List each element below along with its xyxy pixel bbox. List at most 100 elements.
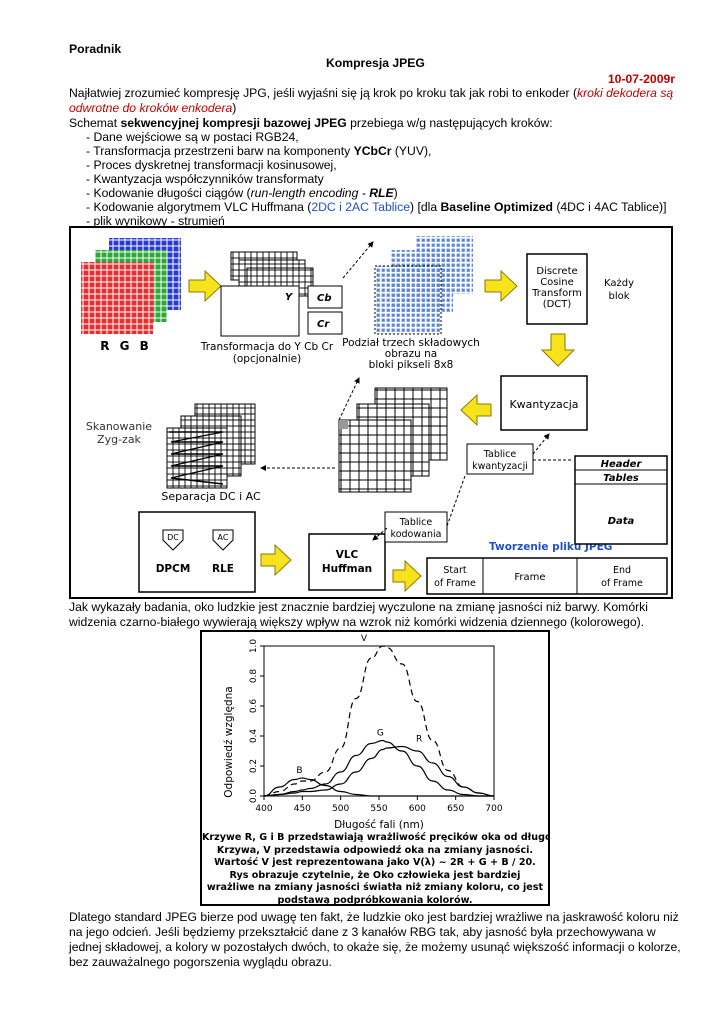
chart-x-axis-label: Długość fali (nm) [334,819,424,831]
dct-label-4: (DCT) [543,299,572,310]
section-label: Poradnik [69,42,122,56]
coding-tables-label-2: kodowania [391,529,442,540]
jpeg-pipeline-diagram: R G B Y Cb Cr Transformacja do Y Cb Cr (… [69,226,673,599]
chart-caption-line-5: wrażliwe na zmiany jasności światła niż … [206,882,544,894]
chart-series-g [263,739,494,797]
dct-label-1: Discrete [536,266,577,277]
chart-series-label: R [416,735,422,745]
eof-label-2: of Frame [601,578,643,589]
chart-x-tick-label: 700 [485,804,502,814]
chart-series-label: G [377,729,384,739]
header-label: Header [601,459,643,470]
quantized-grids [338,387,448,493]
transform-label-1: Transformacja do Y Cb Cr [200,341,334,353]
intro-line-1: Najłatwiej zrozumieć kompresję JPG, jeśl… [69,86,674,100]
quant-tables-box [466,443,534,475]
sof-label-2: of Frame [434,578,476,589]
chart-y-tick-label: 0.0 [249,789,259,804]
quantization-label: Kwantyzacja [509,398,578,411]
rgb-planes [81,238,181,334]
chart-caption-line-1: Krzywe R, G i B przedstawiają wrażliwość… [202,832,548,843]
chart-caption: Krzywe R, G i B przedstawiają wrażliwość… [202,832,548,906]
step-6: - Kodowanie algorytmem VLC Huffmana (2DC… [86,200,667,214]
document-date: 10-07-2009r [607,72,675,86]
conclusion-line-4: bez zauważalnego pogorszenia wyglądu obr… [69,955,332,969]
chart-series-label: B [296,766,302,776]
chart-series-b [263,777,494,797]
conclusion-line-1: Dlatego standard JPEG bierze pod uwagę t… [69,910,679,924]
split-label-1: Podział trzech składowych [342,337,480,349]
dashed-arrow-icon [532,433,550,455]
arrow-right-icon [188,269,222,303]
chart-y-tick-label: 0.8 [249,669,259,684]
arrow-right-icon [260,543,292,577]
transform-label-2: (opcjonalnie) [233,353,301,365]
chart-series-label: V [361,634,368,644]
chart-x-tick-label: 450 [294,804,311,814]
quant-tables-label-1: Tablice [483,449,517,460]
pixel-blocks [374,236,473,335]
rgb-label: R G B [100,339,152,353]
step-4: - Kwantyzacja współczynników transformat… [86,172,324,186]
dashed-arrow-icon [372,527,388,541]
ycbcr-components [220,251,343,337]
chart-y-tick-label: 0.2 [249,759,259,773]
ac-label: AC [218,533,229,542]
page-title: Kompresja JPEG [326,56,425,70]
each-label-2: blok [608,291,629,302]
split-label-2: obrazu na [385,348,437,360]
chart-series-r [263,745,495,797]
dc-funnel-icon [162,529,184,551]
vlc-label-1: VLC [336,549,359,561]
chart-x-tick-label: 600 [409,804,426,814]
chart-series-v [263,645,495,797]
tables-label: Tables [603,473,639,484]
coding-tables-label-1: Tablice [399,517,433,528]
chart-y-tick-label: 1.0 [249,639,259,654]
dpcm-label: DPCM [156,563,191,575]
conclusion-line-3: jednej składowej, a kolory w pozostałych… [69,940,681,954]
dashed-link [446,475,466,527]
chart-caption-line-3: Wartość V jest reprezentowana jako V(λ) … [214,857,536,869]
chart-x-tick-label: 500 [332,804,349,814]
step-7: - plik wynikowy - strumień [86,214,225,228]
cb-label: Cb [317,293,332,304]
ac-funnel-icon [212,529,234,551]
intro-line-2: odwrotne do kroków enkodera) [69,101,237,115]
vision-line-1: Jak wykazały badania, oko ludzkie jest z… [69,600,648,614]
chart-y-tick-label: 0.6 [249,699,259,714]
dashed-arrow-icon [342,241,374,279]
chart-caption-line-2: Krzywa, V przedstawia odpowiedź oka na z… [216,844,534,856]
frame-row [426,557,668,595]
dpcm-rle-box [138,511,256,593]
coding-tables-box [384,511,448,543]
cr-label: Cr [317,319,330,330]
chart-x-tick-label: 650 [447,804,464,814]
vlc-label-2: Huffman [322,563,372,575]
dct-label-2: Cosine [540,277,574,288]
dct-box [526,253,588,325]
vlc-huffman-box [308,533,386,591]
quant-tables-label-2: kwantyzacji [472,461,528,472]
chart-caption-line-6: podstawą podpróbkowania kolorów. [277,894,473,906]
frame-label: Frame [514,572,545,583]
zigzag-label-2: Zyg-zak [97,433,142,446]
file-header-column [574,455,668,545]
chart-x-tick-label: 550 [370,804,387,814]
rle-label: RLE [212,563,234,575]
chart-caption-line-4: Rys obrazuje czytelnie, że Oko człowieka… [229,869,521,881]
quantization-box [500,375,588,431]
arrow-right-icon [392,559,422,593]
zigzag-label-1: Skanowanie [86,420,152,433]
arrow-down-icon [540,333,576,367]
separation-label: Separacja DC i AC [161,490,261,503]
intro-line-3: Schemat sekwencyjnej kompresji bazowej J… [69,116,553,130]
data-label: Data [608,516,635,527]
step-5: - Kodowanie długości ciągów (run-length … [86,186,398,200]
eof-label-1: End [613,565,631,576]
step-2: - Transformacja przestrzeni barw na komp… [86,144,432,158]
conclusion-line-2: na jego odcień. Jeśli będziemy przekszta… [69,925,656,939]
each-label-1: Każdy [604,278,634,289]
arrow-right-icon [484,269,518,303]
chart-y-tick-label: 0.4 [249,729,259,744]
